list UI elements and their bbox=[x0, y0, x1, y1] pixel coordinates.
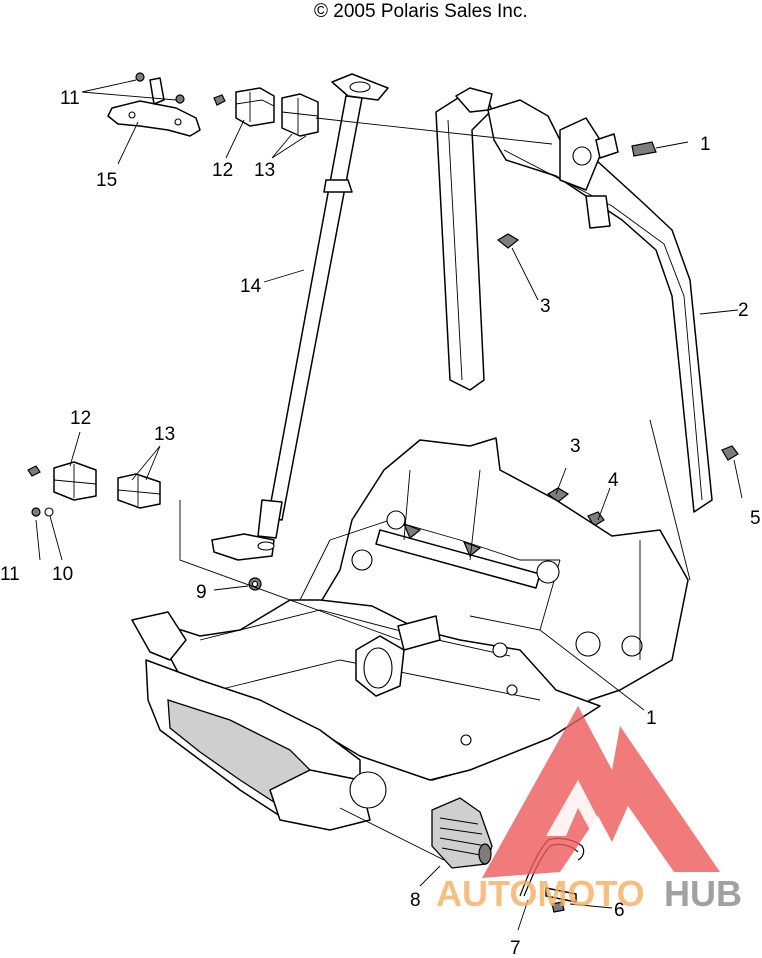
callout-labels: 1 1 2 3 3 4 5 6 7 8 9 10 11 11 12 12 13 … bbox=[0, 88, 761, 958]
callout-2: 2 bbox=[738, 300, 749, 321]
callout-3-upper: 3 bbox=[540, 296, 551, 317]
callout-11-lower: 11 bbox=[0, 564, 20, 585]
copyright-text: © 2005 Polaris Sales Inc. bbox=[314, 1, 528, 22]
roll-bar-part bbox=[435, 87, 713, 513]
callout-3-lower: 3 bbox=[570, 436, 581, 457]
clamp-block-lower bbox=[27, 461, 161, 517]
callout-11-upper: 11 bbox=[60, 88, 80, 109]
callout-6: 6 bbox=[614, 900, 625, 921]
callout-4: 4 bbox=[608, 470, 619, 491]
callout-13-lower: 13 bbox=[154, 424, 175, 445]
callout-12-lower: 12 bbox=[70, 408, 91, 429]
watermark-logo: AUTOMOTO HUB bbox=[436, 706, 742, 914]
bracket-plate-part bbox=[107, 72, 226, 137]
clamp-block-upper bbox=[235, 87, 319, 137]
callout-1-upper: 1 bbox=[700, 134, 711, 155]
callout-14: 14 bbox=[240, 276, 262, 297]
callout-12-upper: 12 bbox=[212, 160, 233, 181]
steering-column-part bbox=[211, 73, 389, 561]
callout-9: 9 bbox=[196, 582, 207, 603]
chassis-frame-part bbox=[131, 437, 689, 831]
callout-5: 5 bbox=[750, 508, 761, 529]
watermark-text-automoto: AUTOMOTO bbox=[436, 873, 645, 914]
callout-7: 7 bbox=[510, 938, 521, 958]
callout-15: 15 bbox=[96, 170, 117, 191]
callout-10: 10 bbox=[52, 564, 73, 585]
callout-1-lower: 1 bbox=[646, 708, 657, 729]
watermark-triangle-icon bbox=[482, 706, 720, 878]
leader-lines bbox=[35, 79, 743, 931]
watermark-text-hub: HUB bbox=[664, 873, 742, 914]
callout-8: 8 bbox=[410, 890, 421, 911]
boot-part bbox=[431, 797, 493, 869]
callout-13-upper: 13 bbox=[254, 160, 275, 181]
